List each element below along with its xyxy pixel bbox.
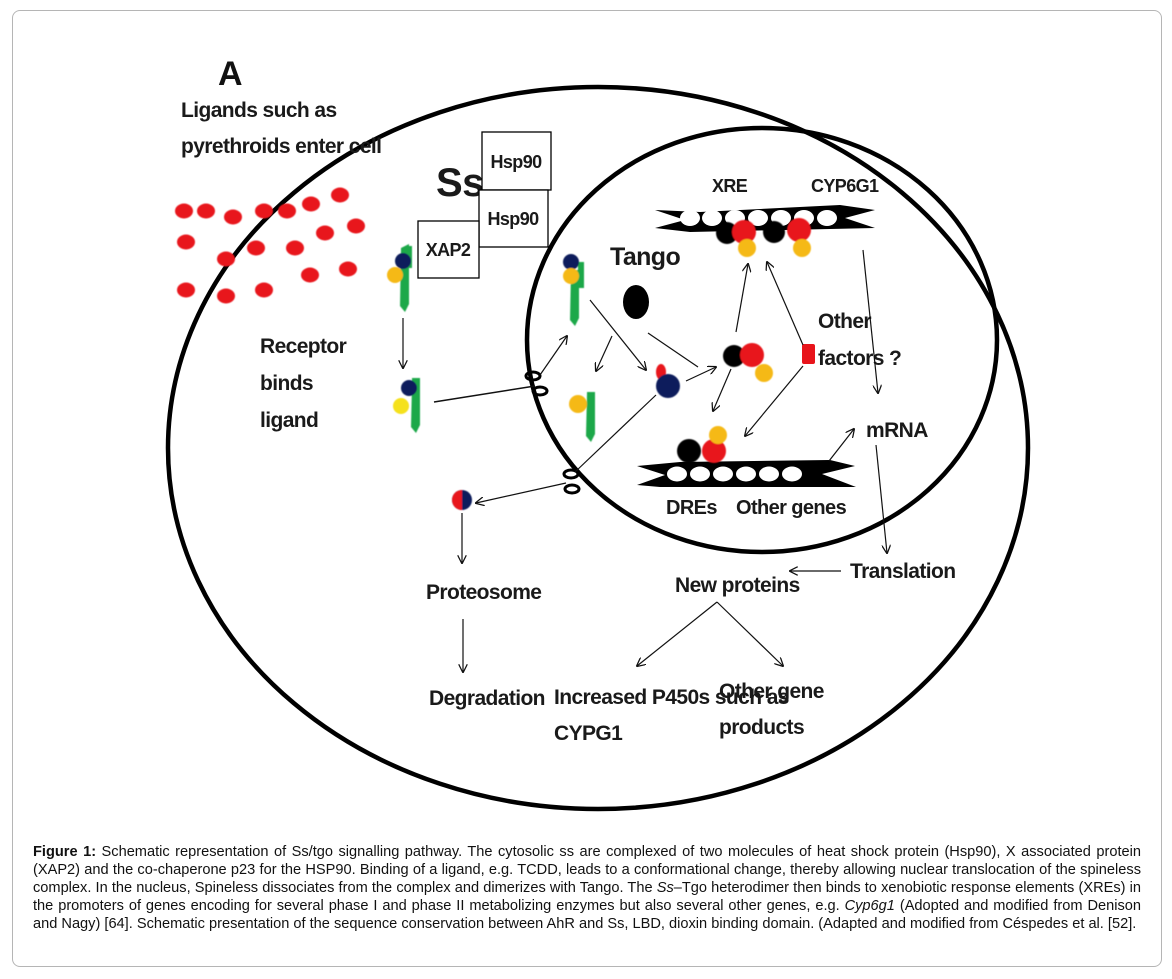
arrow: [862, 249, 878, 393]
receptor-complex-cytosol: [387, 244, 412, 312]
dre-bound-heterodimer: [677, 426, 727, 463]
transport-line: [433, 385, 536, 403]
arrow: [476, 482, 567, 503]
ligand-dot: [247, 240, 265, 256]
ligand-dot: [224, 209, 242, 225]
arrow: [875, 444, 887, 553]
ligand-dot: [286, 240, 304, 256]
other-factor-protein: [802, 344, 815, 364]
degradation-label: Degradation: [429, 687, 545, 710]
ss-degradation-complex: [452, 490, 472, 510]
ligand-dot: [316, 225, 334, 241]
caption-text: –Tgo heterodimer then binds to xenobioti…: [33, 880, 1142, 914]
ligand-dot: [177, 234, 195, 250]
hsp90-box-bottom: [478, 189, 549, 248]
nuclear-pore-bottom: [562, 468, 581, 495]
cell-membrane: [165, 84, 1031, 812]
new-proteins-label: New proteins: [675, 574, 800, 597]
hsp90-label-bottom: Hsp90: [487, 209, 539, 229]
proteosome-label: Proteosome: [426, 581, 541, 604]
arrow: [713, 368, 732, 411]
ss-tango-heterodimer: [723, 343, 773, 382]
figure-caption: Figure 1: Schematic representation of Ss…: [33, 843, 1141, 933]
other-factors-label-line1: Other: [818, 310, 871, 333]
arrow: [767, 262, 804, 346]
ligand-molecules: [175, 187, 365, 304]
arrow: [637, 601, 718, 666]
dres-label: DREs: [666, 497, 717, 519]
caption-italic-ss: Ss: [656, 880, 674, 896]
arrow: [589, 299, 646, 370]
ligand-dot: [197, 203, 215, 219]
arrow: [539, 336, 567, 376]
translation-label: Translation: [850, 560, 955, 583]
tango-protein: [623, 285, 649, 319]
hsp90-label-top: Hsp90: [490, 152, 542, 172]
tango-label: Tango: [610, 243, 680, 271]
ligand-dot: [255, 203, 273, 219]
xap2-label: XAP2: [426, 240, 471, 260]
ligand-dot: [255, 282, 273, 298]
other-gene-products-label-line1: Other gene: [719, 680, 824, 703]
receptor-ligand-complex: [393, 378, 420, 433]
ligand-dot: [217, 288, 235, 304]
arrow: [647, 332, 699, 368]
ligand-dot: [331, 187, 349, 203]
receptor-label-line1: Receptor: [260, 335, 347, 358]
ligand-dot: [301, 267, 319, 283]
ligand-dot: [302, 196, 320, 212]
ligand-dot: [339, 261, 357, 277]
caption-text: Schematic representation of Ss/tgo signa…: [33, 844, 1141, 896]
arrow: [574, 394, 657, 473]
arrow: [596, 335, 613, 371]
ligands-label-line2: pyrethroids enter cell: [181, 135, 381, 158]
caption-text: (Adopted and modified from Denison and N…: [33, 898, 1141, 932]
caption-italic-cyp6g1: Cyp6g1: [844, 898, 895, 914]
hsp90-box-top: [481, 131, 552, 191]
receptor-label-line3: ligand: [260, 409, 318, 432]
arrow: [828, 429, 854, 462]
increased-p450s-label-line2: CYPG1: [554, 722, 623, 745]
nuclear-pore-top: [524, 370, 549, 397]
other-factors-label-line2: factors ?: [818, 347, 901, 370]
other-genes-label: Other genes: [736, 497, 847, 519]
panel-label: A: [218, 55, 243, 93]
ligand-dot: [175, 203, 193, 219]
ligand-dot: [347, 218, 365, 234]
ss-label: Ss: [436, 161, 484, 205]
xre-bound-heterodimers: [716, 218, 811, 257]
arrow: [685, 367, 716, 382]
receptor-label-line2: binds: [260, 372, 313, 395]
ligand-dot: [217, 251, 235, 267]
xre-dna-strand: [655, 205, 875, 232]
receptor-complex-nucleus: [563, 254, 584, 326]
mrna-label: mRNA: [866, 419, 928, 442]
signalling-pathway-diagram: A Ligands such as pyrethroids enter cell…: [165, 55, 1031, 812]
hsp90-released-receptor: [569, 392, 595, 442]
increased-p450s-label-line1: Increased P450s such as: [554, 686, 789, 709]
xap2-box: [417, 220, 480, 279]
arrow: [735, 264, 748, 333]
cyp6g1-label: CYP6G1: [811, 176, 879, 196]
nucleus-membrane: [524, 125, 1000, 555]
arrow: [745, 365, 804, 436]
ligand-dot: [278, 203, 296, 219]
ligands-label-line1: Ligands such as: [181, 99, 337, 122]
ss-ligand-dissociated: [656, 364, 680, 398]
arrow: [716, 601, 783, 666]
caption-label: Figure 1:: [33, 844, 97, 860]
dre-dna-strand: [637, 460, 856, 487]
ligand-dot: [177, 282, 195, 298]
xre-label: XRE: [712, 176, 748, 196]
other-gene-products-label-line2: products: [719, 716, 804, 739]
